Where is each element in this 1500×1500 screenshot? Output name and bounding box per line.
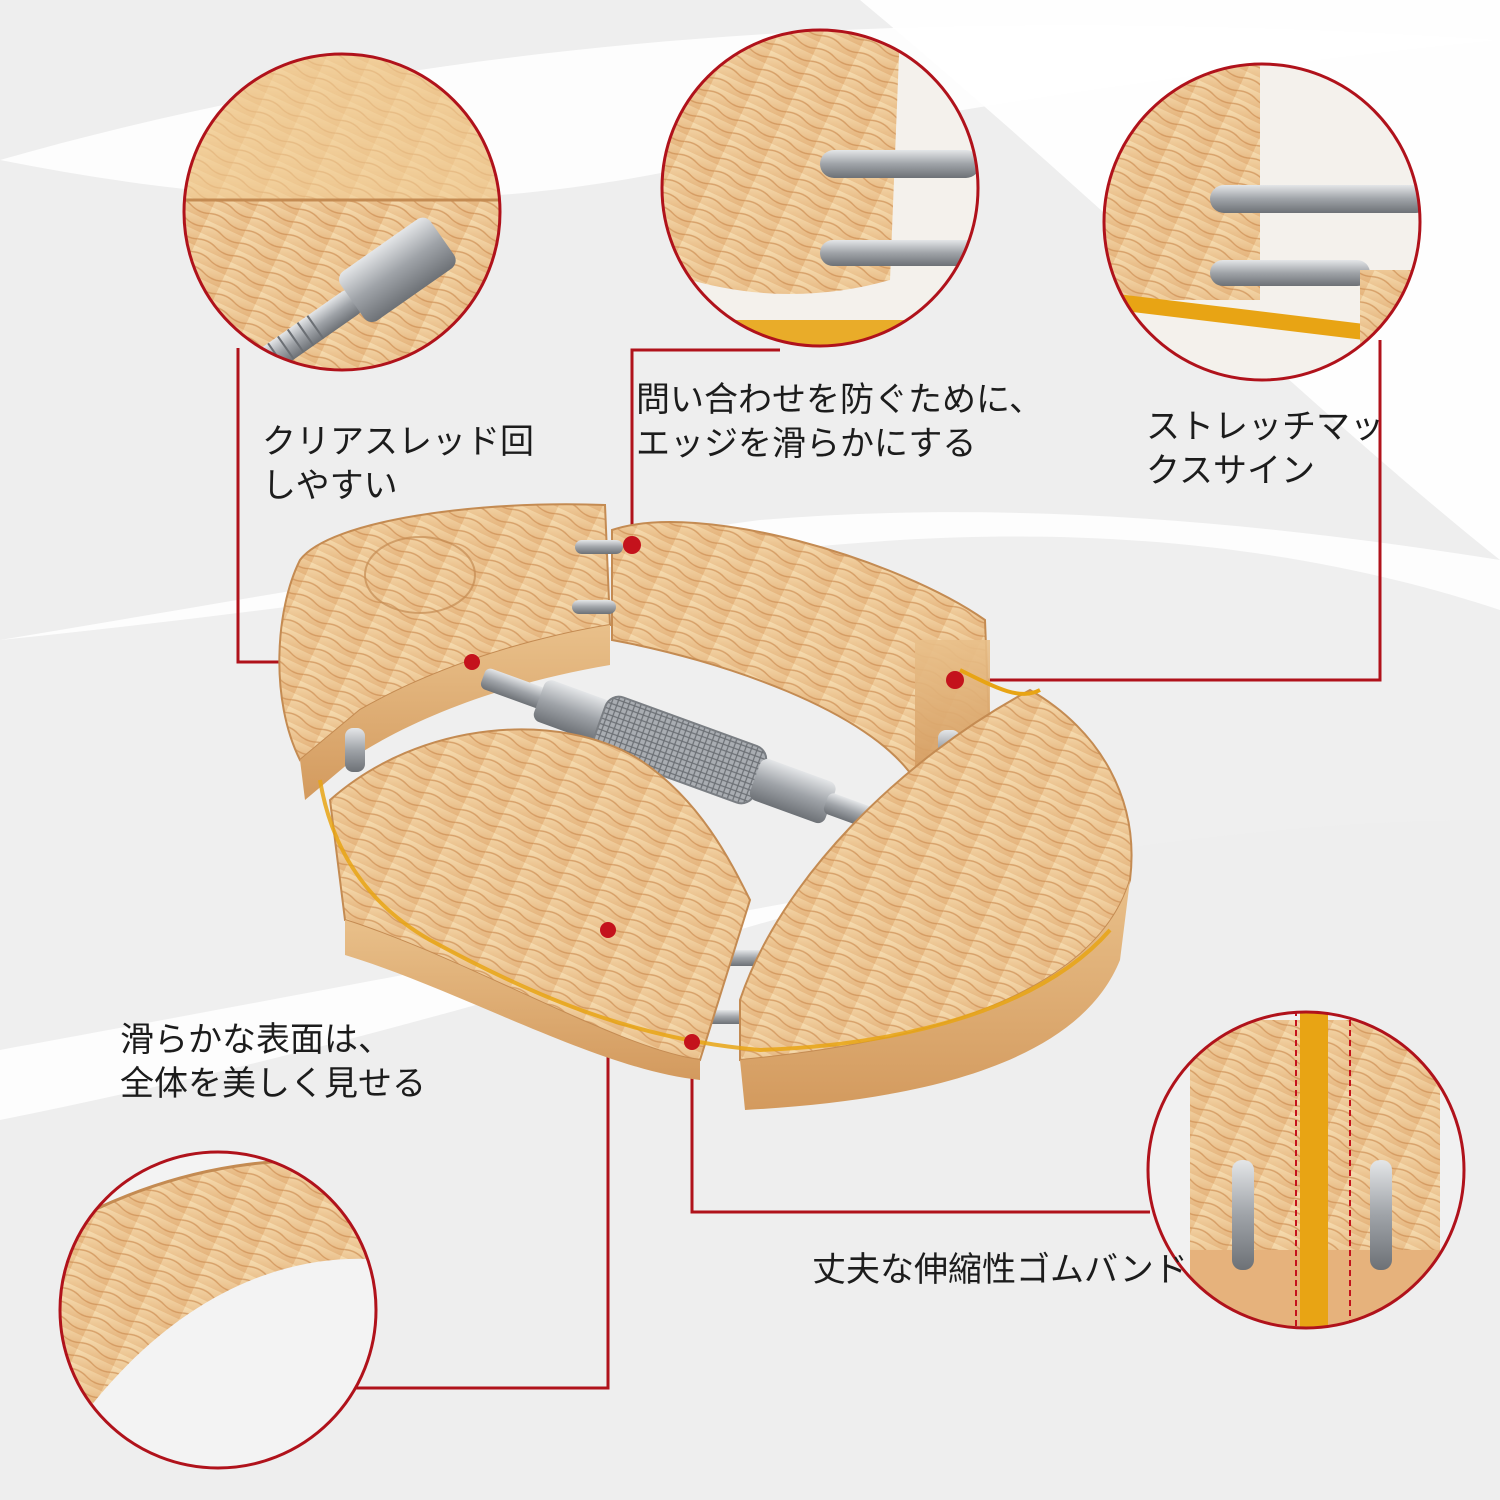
- callout-dots: [464, 536, 964, 1050]
- callout-lines: [236, 340, 1382, 1390]
- shoe-stretcher-product: [278, 503, 1133, 1110]
- callout-line: クリアスレッド回: [262, 422, 534, 462]
- callout-line: しやすい: [262, 466, 398, 506]
- callout-label-band: 丈夫な伸縮性ゴムバンド: [812, 1248, 1188, 1292]
- callout-line: 全体を美しく見せる: [120, 1064, 426, 1104]
- callout-line: 丈夫な伸縮性ゴムバンド: [812, 1250, 1188, 1290]
- callout-line: エッジを滑らかにする: [636, 424, 977, 464]
- callout-label-edge: 問い合わせを防ぐために、 エッジを滑らかにする: [636, 378, 1043, 466]
- smooth-edge-closeup-icon: [660, 28, 980, 348]
- callout-label-surface: 滑らかな表面は、 全体を美しく見せる: [120, 1018, 426, 1106]
- smooth-surface-closeup-icon: [58, 1150, 378, 1470]
- rubber-band-closeup-icon: [1146, 1010, 1466, 1330]
- callout-line: ストレッチマッ: [1146, 407, 1384, 447]
- callout-line: 滑らかな表面は、: [120, 1020, 392, 1060]
- callout-line: 問い合わせを防ぐために、: [636, 380, 1043, 420]
- callout-label-stretch: ストレッチマッ クスサイン: [1146, 405, 1384, 493]
- callout-label-thread: クリアスレッド回 しやすい: [262, 420, 534, 508]
- callout-line: クスサイン: [1146, 451, 1315, 491]
